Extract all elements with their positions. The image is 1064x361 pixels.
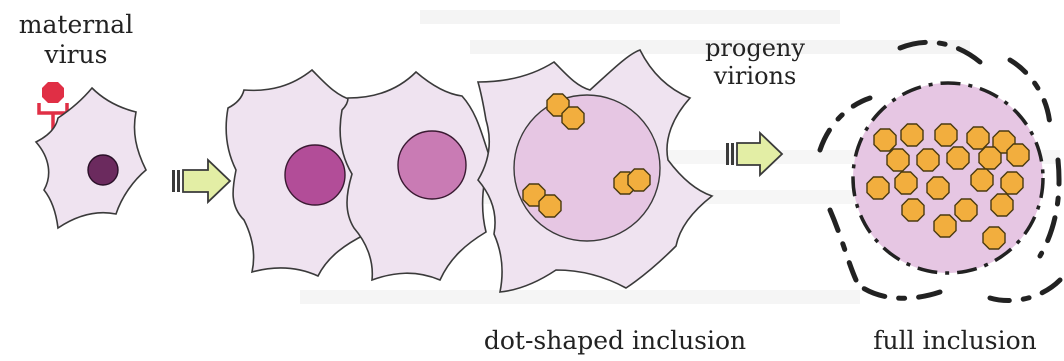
nucleus-inclusion: [514, 95, 660, 241]
nucleus-light: [398, 131, 466, 199]
maternal-virus-label: maternal virus: [6, 10, 146, 69]
virion-octagon: [539, 195, 561, 217]
maternal-cell: [36, 88, 146, 228]
virion-octagon: [947, 147, 969, 169]
virion-octagon: [927, 177, 949, 199]
virion-octagon: [1007, 144, 1029, 166]
virion-octagon: [955, 199, 977, 221]
virion-octagon: [917, 149, 939, 171]
virion-octagon: [895, 172, 917, 194]
virion-octagon: [902, 199, 924, 221]
progeny-virions-label: progeny virions: [690, 34, 820, 91]
virion-octagon: [935, 124, 957, 146]
full-inclusion-label: full inclusion: [855, 326, 1055, 356]
infected-cell-dot-inclusion: [478, 50, 712, 292]
infected-cell-stage-2: [340, 72, 490, 280]
virion-octagon: [887, 149, 909, 171]
maternal-virus-label-line2: virus: [6, 40, 146, 70]
virion-octagon: [867, 177, 889, 199]
arrow-1: [172, 160, 230, 202]
virion-octagon: [901, 124, 923, 146]
virion-octagon: [934, 215, 956, 237]
virion-octagon: [991, 194, 1013, 216]
virion-octagon: [971, 169, 993, 191]
progeny-virions-label-line1: progeny: [690, 34, 820, 62]
virion-octagon: [562, 107, 584, 129]
full-inclusion-cell: [820, 42, 1060, 300]
virion-octagon: [628, 169, 650, 191]
virion-octagon: [983, 227, 1005, 249]
progeny-virions-label-line2: virions: [690, 62, 820, 90]
virion-octagon: [979, 147, 1001, 169]
maternal-virus-label-line1: maternal: [6, 10, 146, 40]
nucleus-dark: [88, 155, 118, 185]
virion-octagon: [874, 129, 896, 151]
virion-octagon: [967, 127, 989, 149]
dot-shaped-inclusion-label: dot-shaped inclusion: [450, 326, 780, 356]
nucleus-mid: [285, 145, 345, 205]
virion-octagon: [1001, 172, 1023, 194]
